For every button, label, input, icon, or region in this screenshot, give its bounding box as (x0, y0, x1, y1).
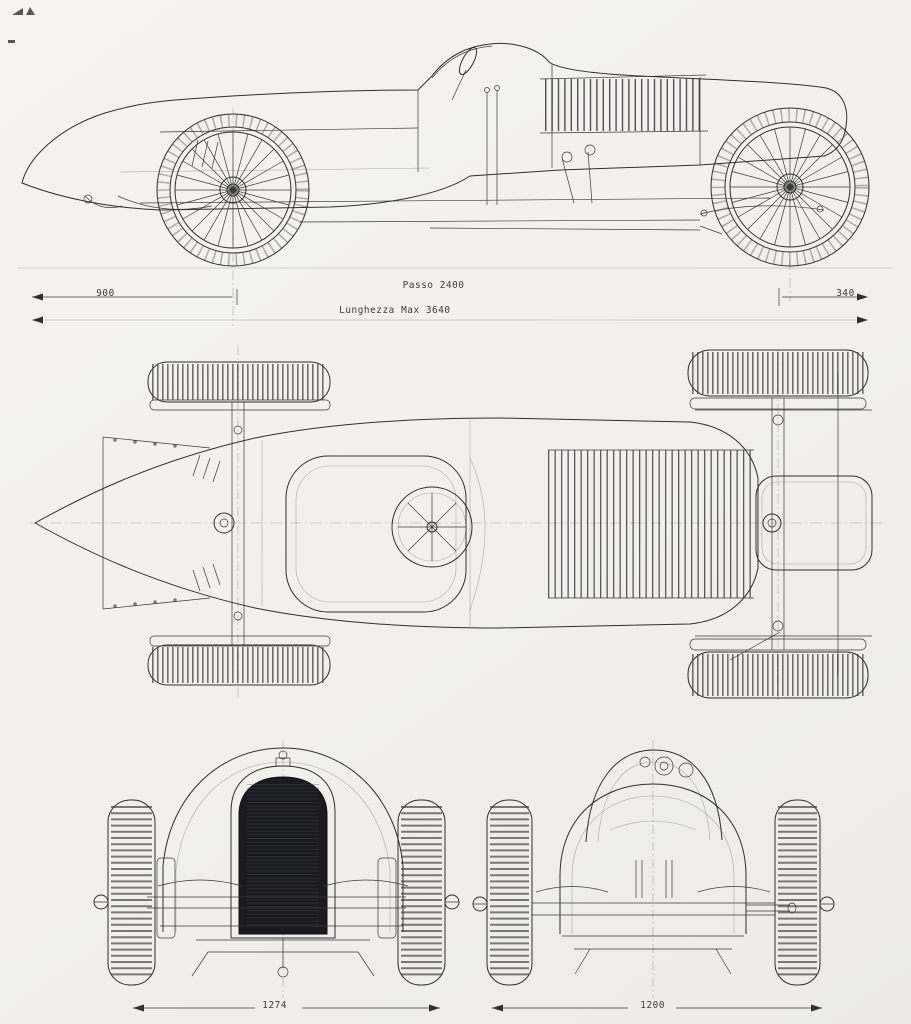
dim-label-rear-track: 1200 (640, 1000, 666, 1011)
hand-levers (485, 86, 500, 206)
dim-label-rear-overhang: 340 (836, 288, 855, 299)
dim-label-overall-length: Lunghezza Max 3640 (339, 305, 451, 316)
car-body-side (22, 43, 847, 210)
plan-tires (148, 350, 868, 698)
rear-wheel (711, 108, 869, 302)
front-wheel (157, 108, 309, 326)
rear-view (473, 740, 834, 998)
radiator (231, 751, 335, 938)
frontrear-view-drawing (0, 715, 911, 1012)
plan-axles (150, 345, 872, 700)
plan-body (35, 418, 872, 628)
chassis-side (84, 145, 824, 234)
steering-wheel-plan (392, 487, 472, 567)
hood-vents (192, 140, 218, 168)
registration-marks (8, 7, 35, 43)
steering-wheel-side (452, 45, 480, 100)
dim-label-front-overhang: 900 (96, 288, 115, 299)
front-view (94, 740, 459, 998)
cockpit-plan (286, 456, 485, 612)
dimension-lines-side (32, 288, 868, 324)
side-view-drawing (8, 7, 911, 332)
plan-front-frame (103, 437, 210, 609)
dim-label-wheelbase: Passo 2400 (402, 280, 465, 291)
dim-label-front-track: 1274 (262, 1000, 288, 1011)
fuel-tank-plan (756, 476, 872, 570)
dimension-lines-bottom (133, 1004, 822, 1012)
plan-view-drawing (0, 335, 911, 705)
